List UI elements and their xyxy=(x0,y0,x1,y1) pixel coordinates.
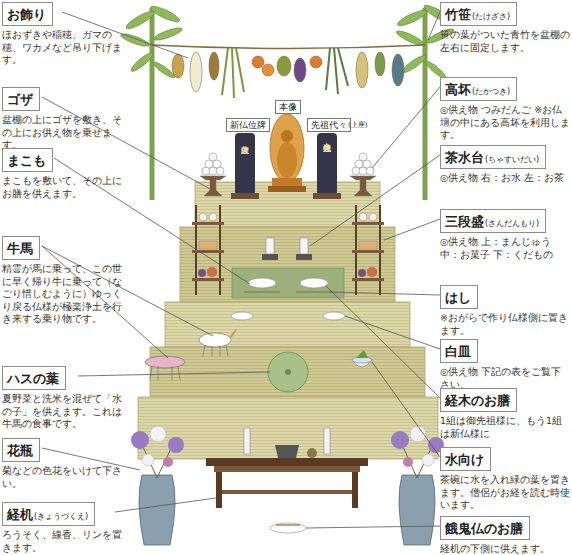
callout-heading: 経机 xyxy=(7,507,33,522)
callout-heading-box: 牛馬 xyxy=(2,236,40,260)
buddha-statue xyxy=(268,114,306,192)
callout-text: ◎供え物 つみだんご ※お仏壇の中にある高坏を利用します。 xyxy=(440,104,570,142)
callout-heading-box: 竹笹(たけざさ) xyxy=(440,2,517,26)
callout-text: ろうそく、線香、リンを置きます。 xyxy=(2,529,130,554)
callout-text: ※おがらで作り仏様側に置きます。 xyxy=(440,312,570,337)
callout-heading-box: 三段盛(さんだんもり) xyxy=(440,209,546,233)
callout-heading: 竹笹 xyxy=(445,7,471,22)
callout-heading: 経木のお膳 xyxy=(445,393,510,408)
callout-heading-box: 花瓶 xyxy=(2,438,40,462)
callout-box: 餓鬼仏のお膳経机の下側に供えます。 xyxy=(440,516,570,555)
callout-heading: 茶水台 xyxy=(445,150,484,165)
callout-heading: 高坏 xyxy=(445,82,471,97)
makomo-mat xyxy=(231,268,345,320)
memorial-tablets xyxy=(231,133,341,199)
callout-text: ほおずきや稲穂、ガマの穂、ワカメなど吊り下げます。 xyxy=(2,29,130,67)
callout-box: まこもまこもを敷いて、その上にお膳を供えます。 xyxy=(2,148,130,200)
callout-text: 経机の下側に供えます。 xyxy=(440,543,570,555)
callout-box: 竹笹(たけざさ) 笹の葉がついた青竹を盆棚の左右に固定します。 xyxy=(440,2,570,54)
callout-box: 経机(きょうづくえ) ろうそく、線香、リンを置きます。 xyxy=(2,502,130,554)
callout-heading-box: 餓鬼仏のお膳 xyxy=(440,516,530,540)
callout-box: 茶水台(ちゃすいだい) ◎供え物 右：お水 左：お茶 xyxy=(440,145,570,185)
callout-heading: 牛馬 xyxy=(7,241,33,256)
callout-box: 高坏(たかつき) ◎供え物 つみだんご ※お仏壇の中にある高坏を利用します。 xyxy=(440,77,570,142)
callout-heading-box: 水向け xyxy=(440,447,491,471)
reading: (たかつき) xyxy=(472,87,510,96)
callout-heading-box: 経机(きょうづくえ) xyxy=(2,502,95,526)
callout-box: 経木のお膳 1組は御先祖様に、もう1組は新仏様に xyxy=(440,388,570,440)
reading: (たけざさ) xyxy=(472,12,510,21)
callout-text: 茶碗に水を入れ緑の葉を置きます。僧侶がお経を読む時使います。 xyxy=(440,474,570,512)
callout-text: ◎供え物 上：まんじゅう 中：お菓子 下：くだもの xyxy=(440,236,570,261)
callout-heading: ゴザ xyxy=(7,92,33,107)
part-label: 本像 xyxy=(275,100,301,114)
callout-heading: 餓鬼仏のお膳 xyxy=(445,521,523,536)
bamboo xyxy=(120,3,455,200)
callout-heading: ハスの葉 xyxy=(7,371,59,386)
callout-box: 三段盛(さんだんもり) ◎供え物 上：まんじゅう 中：お菓子 下：くだもの xyxy=(440,209,570,261)
takatsuki xyxy=(200,153,376,196)
reading: (さんだんもり) xyxy=(485,219,539,228)
callout-text: 1組は御先祖様に、もう1組は新仏様に xyxy=(440,415,570,440)
callout-box: はし ※おがらで作り仏様側に置きます。 xyxy=(440,285,570,337)
callout-box: 牛馬精霊が馬に乗って、この世に早く帰り牛に乗って（なごり惜しむように）ゆっくり戻… xyxy=(2,236,130,326)
callout-heading-box: 高坏(たかつき) xyxy=(440,77,517,101)
vases xyxy=(131,426,444,545)
callout-heading: 白皿 xyxy=(445,344,471,359)
part-label: 先祖代々 xyxy=(307,118,351,132)
callout-heading-box: 経木のお膳 xyxy=(440,388,517,412)
callout-text: 夏野菜と洗米を混ぜて「水の子」を供えます。これは牛馬の食事です。 xyxy=(2,393,130,431)
callout-heading-box: 茶水台(ちゃすいだい) xyxy=(440,145,546,169)
callout-heading-box: まこも xyxy=(2,148,53,172)
decorations xyxy=(172,48,404,98)
part-label: (上座) xyxy=(348,120,367,130)
candles xyxy=(262,238,312,260)
callout-text: まこもを敷いて、その上にお膳を供えます。 xyxy=(2,175,130,200)
part-label: 新仏位牌 xyxy=(226,118,270,132)
callout-box: お飾りほおずきや稲穂、ガマの穂、ワカメなど吊り下げます。 xyxy=(2,2,130,67)
callout-heading: まこも xyxy=(7,153,46,168)
callout-heading: 水向け xyxy=(445,452,484,467)
horse-cow xyxy=(145,330,236,380)
reading: (ちゃすいだい) xyxy=(485,155,539,164)
callout-heading-box: ゴザ xyxy=(2,87,40,111)
callout-heading: お飾り xyxy=(7,7,46,22)
callout-text: 笹の葉がついた青竹を盆棚の左右に固定します。 xyxy=(440,29,570,54)
callout-heading-box: 白皿 xyxy=(440,339,478,363)
callout-text: 精霊が馬に乗って、この世に早く帰り牛に乗って（なごり惜しむように）ゆっくり戻る仏… xyxy=(2,263,130,326)
reading: (きょうづくえ) xyxy=(34,512,88,521)
callout-heading-box: ハスの葉 xyxy=(2,366,66,390)
callout-text: 菊などの色花をいけて下さい。 xyxy=(2,465,130,490)
callout-heading: はし xyxy=(445,290,471,305)
lotus-leaf xyxy=(268,350,372,392)
kyozukue xyxy=(206,428,368,533)
callout-heading-box: はし xyxy=(440,285,478,309)
callout-heading: 三段盛 xyxy=(445,214,484,229)
callout-box: ゴザ盆棚の上にゴザを敷き、その上にお供え物を乗せます。 xyxy=(2,87,130,152)
callout-text: ◎供え物 右：お水 左：お茶 xyxy=(440,172,570,185)
callout-box: 花瓶菊などの色花をいけて下さい。 xyxy=(2,438,130,490)
callout-heading: 花瓶 xyxy=(7,443,33,458)
callout-text: 盆棚の上にゴザを敷き、その上にお供え物を乗せます。 xyxy=(2,114,130,152)
callout-heading-box: お飾り xyxy=(2,2,53,26)
callout-box: 水向け茶碗に水を入れ緑の葉を置きます。僧侶がお経を読む時使います。 xyxy=(440,447,570,512)
callout-box: 白皿◎供え物 下記の表をご覧下さい。 xyxy=(440,339,570,391)
callout-box: ハスの葉夏野菜と洗米を混ぜて「水の子」を供えます。これは牛馬の食事です。 xyxy=(2,366,130,431)
